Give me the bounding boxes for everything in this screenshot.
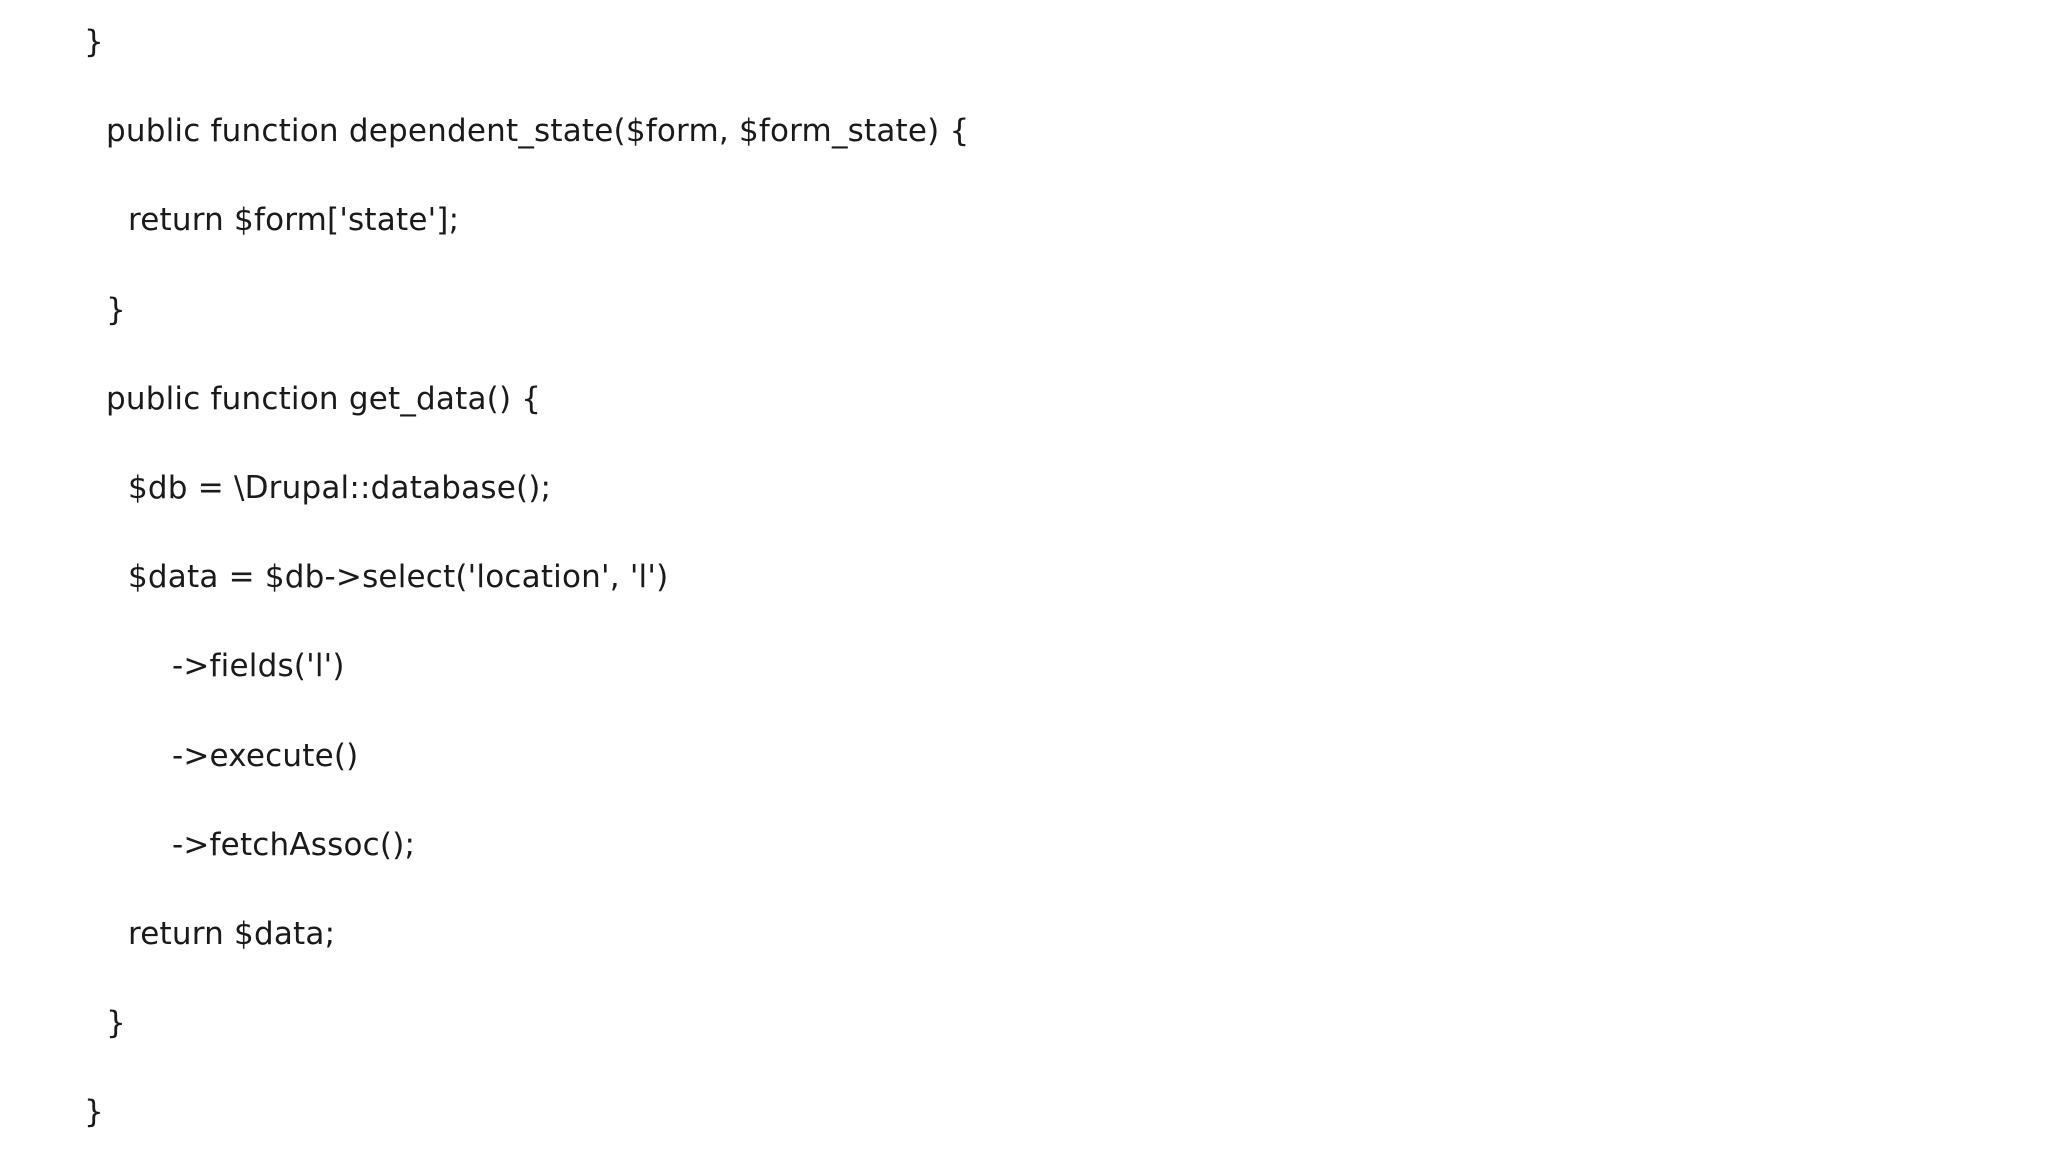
code-line: } (84, 1094, 104, 1131)
code-line: } (106, 291, 126, 328)
code-line: public function get_data() { (106, 380, 542, 417)
code-line: return $data; (128, 916, 336, 952)
code-line: ->fetchAssoc(); (172, 826, 416, 863)
code-line: $data = $db->select('location', 'l') (128, 559, 669, 596)
code-line: return $form['state']; (128, 202, 460, 239)
code-line: public function dependent_state($form, $… (106, 113, 970, 150)
code-line: } (84, 24, 104, 60)
code-line: ->fields('l') (172, 648, 345, 685)
code-line: } (106, 1005, 126, 1042)
code-line: ->execute() (172, 737, 359, 774)
code-line: $db = \Drupal::database(); (128, 470, 552, 506)
